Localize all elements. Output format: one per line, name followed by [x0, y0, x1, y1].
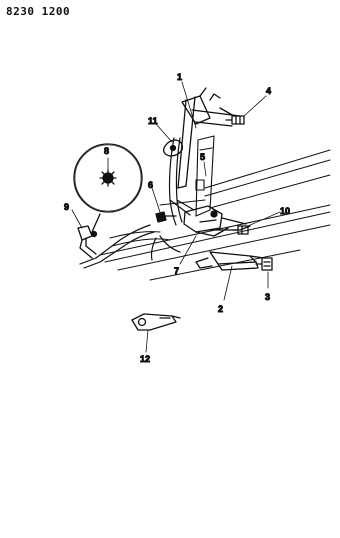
callout-7: 7 — [174, 266, 179, 276]
callout-9: 9 — [64, 202, 69, 212]
diagram-id: 8230 1200 — [6, 5, 71, 18]
callout-6: 6 — [148, 180, 153, 190]
callout-5: 5 — [200, 152, 205, 162]
nut-6 — [155, 211, 177, 223]
retractor-housing — [177, 87, 241, 189]
floor-strap — [79, 224, 181, 269]
leader-lines — [71, 81, 281, 353]
callout-labels: 1 4 11 8 5 6 9 10 7 2 3 12 — [64, 72, 291, 365]
lap-belt-anchor — [195, 251, 265, 271]
callout-3: 3 — [265, 292, 270, 302]
buckle-mechanism — [183, 205, 251, 237]
d-ring-anchor — [162, 139, 184, 157]
callout-8: 8 — [104, 146, 109, 156]
mounting-bolt-4 — [225, 115, 245, 125]
callout-11: 11 — [148, 116, 158, 126]
body-structure — [99, 149, 331, 281]
mounting-bolt-10 — [231, 225, 249, 235]
callout-4: 4 — [266, 86, 271, 96]
callout-10: 10 — [280, 206, 290, 216]
cover-disc — [73, 143, 143, 233]
callout-1: 1 — [177, 72, 182, 82]
bracket-12 — [131, 313, 181, 331]
callout-2: 2 — [218, 304, 223, 314]
cable-connector — [77, 225, 98, 259]
seat-side-panel — [195, 135, 215, 217]
mounting-bolt-3 — [255, 257, 273, 271]
callout-12: 12 — [140, 354, 150, 364]
